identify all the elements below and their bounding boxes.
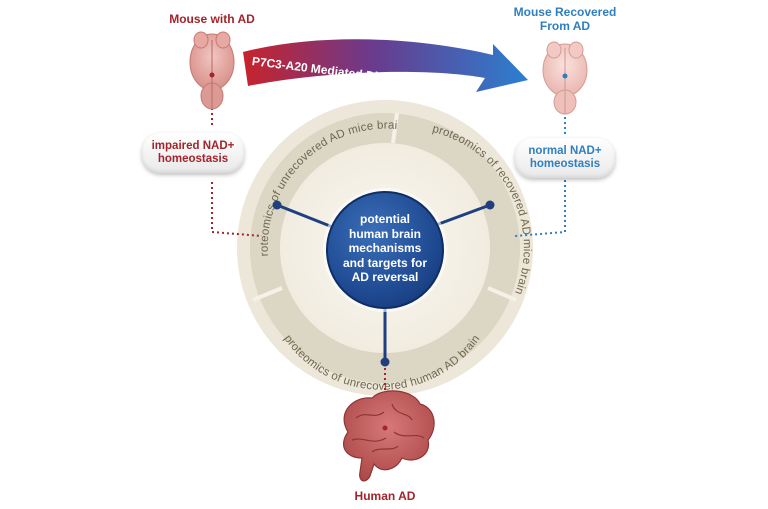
ring-divider <box>487 286 517 302</box>
impaired-nad-line1: impaired NAD+ <box>151 140 235 152</box>
impaired-nad-line2: homeostasis <box>157 153 229 165</box>
ring-divider <box>391 112 399 144</box>
normal-nad-pill: normal NAD+ homeostasis <box>515 138 615 178</box>
center-line1: potential <box>360 212 410 226</box>
reversal-arrow <box>243 39 528 92</box>
connector-dot <box>380 357 390 367</box>
connector-line <box>276 203 336 230</box>
dotted-connector <box>514 180 566 237</box>
center-line5: AD reversal <box>351 270 419 284</box>
dotted-connector <box>211 182 263 237</box>
mouse-brain-icon <box>189 31 235 110</box>
connector-dot <box>485 200 495 210</box>
center-line2: human brain <box>348 226 421 241</box>
human-brain-icon <box>343 390 435 482</box>
normal-nad-line2: homeostasis <box>529 158 601 170</box>
normal-nad-line1: normal NAD+ <box>528 145 602 157</box>
connector-line <box>435 203 491 227</box>
connector-dot <box>272 200 282 210</box>
ring-divider <box>252 286 283 302</box>
center-circle <box>326 191 444 309</box>
mouse-brain-icon <box>542 41 588 115</box>
mouse-recovered-label: Mouse Recovered From AD <box>495 5 635 33</box>
center-line3: mechanisms <box>348 241 422 255</box>
center-line4: and targets for <box>342 255 427 270</box>
human-ad-label: Human AD <box>354 489 416 503</box>
mouse-ad-label: Mouse with AD <box>169 12 255 26</box>
impaired-nad-pill: impaired NAD+ homeostasis <box>142 133 244 173</box>
mouse-recovered-label-line2: From AD <box>539 19 591 33</box>
mouse-recovered-label-line1: Mouse Recovered <box>513 5 617 19</box>
center-text: potential human brain mechanisms and tar… <box>327 212 443 285</box>
